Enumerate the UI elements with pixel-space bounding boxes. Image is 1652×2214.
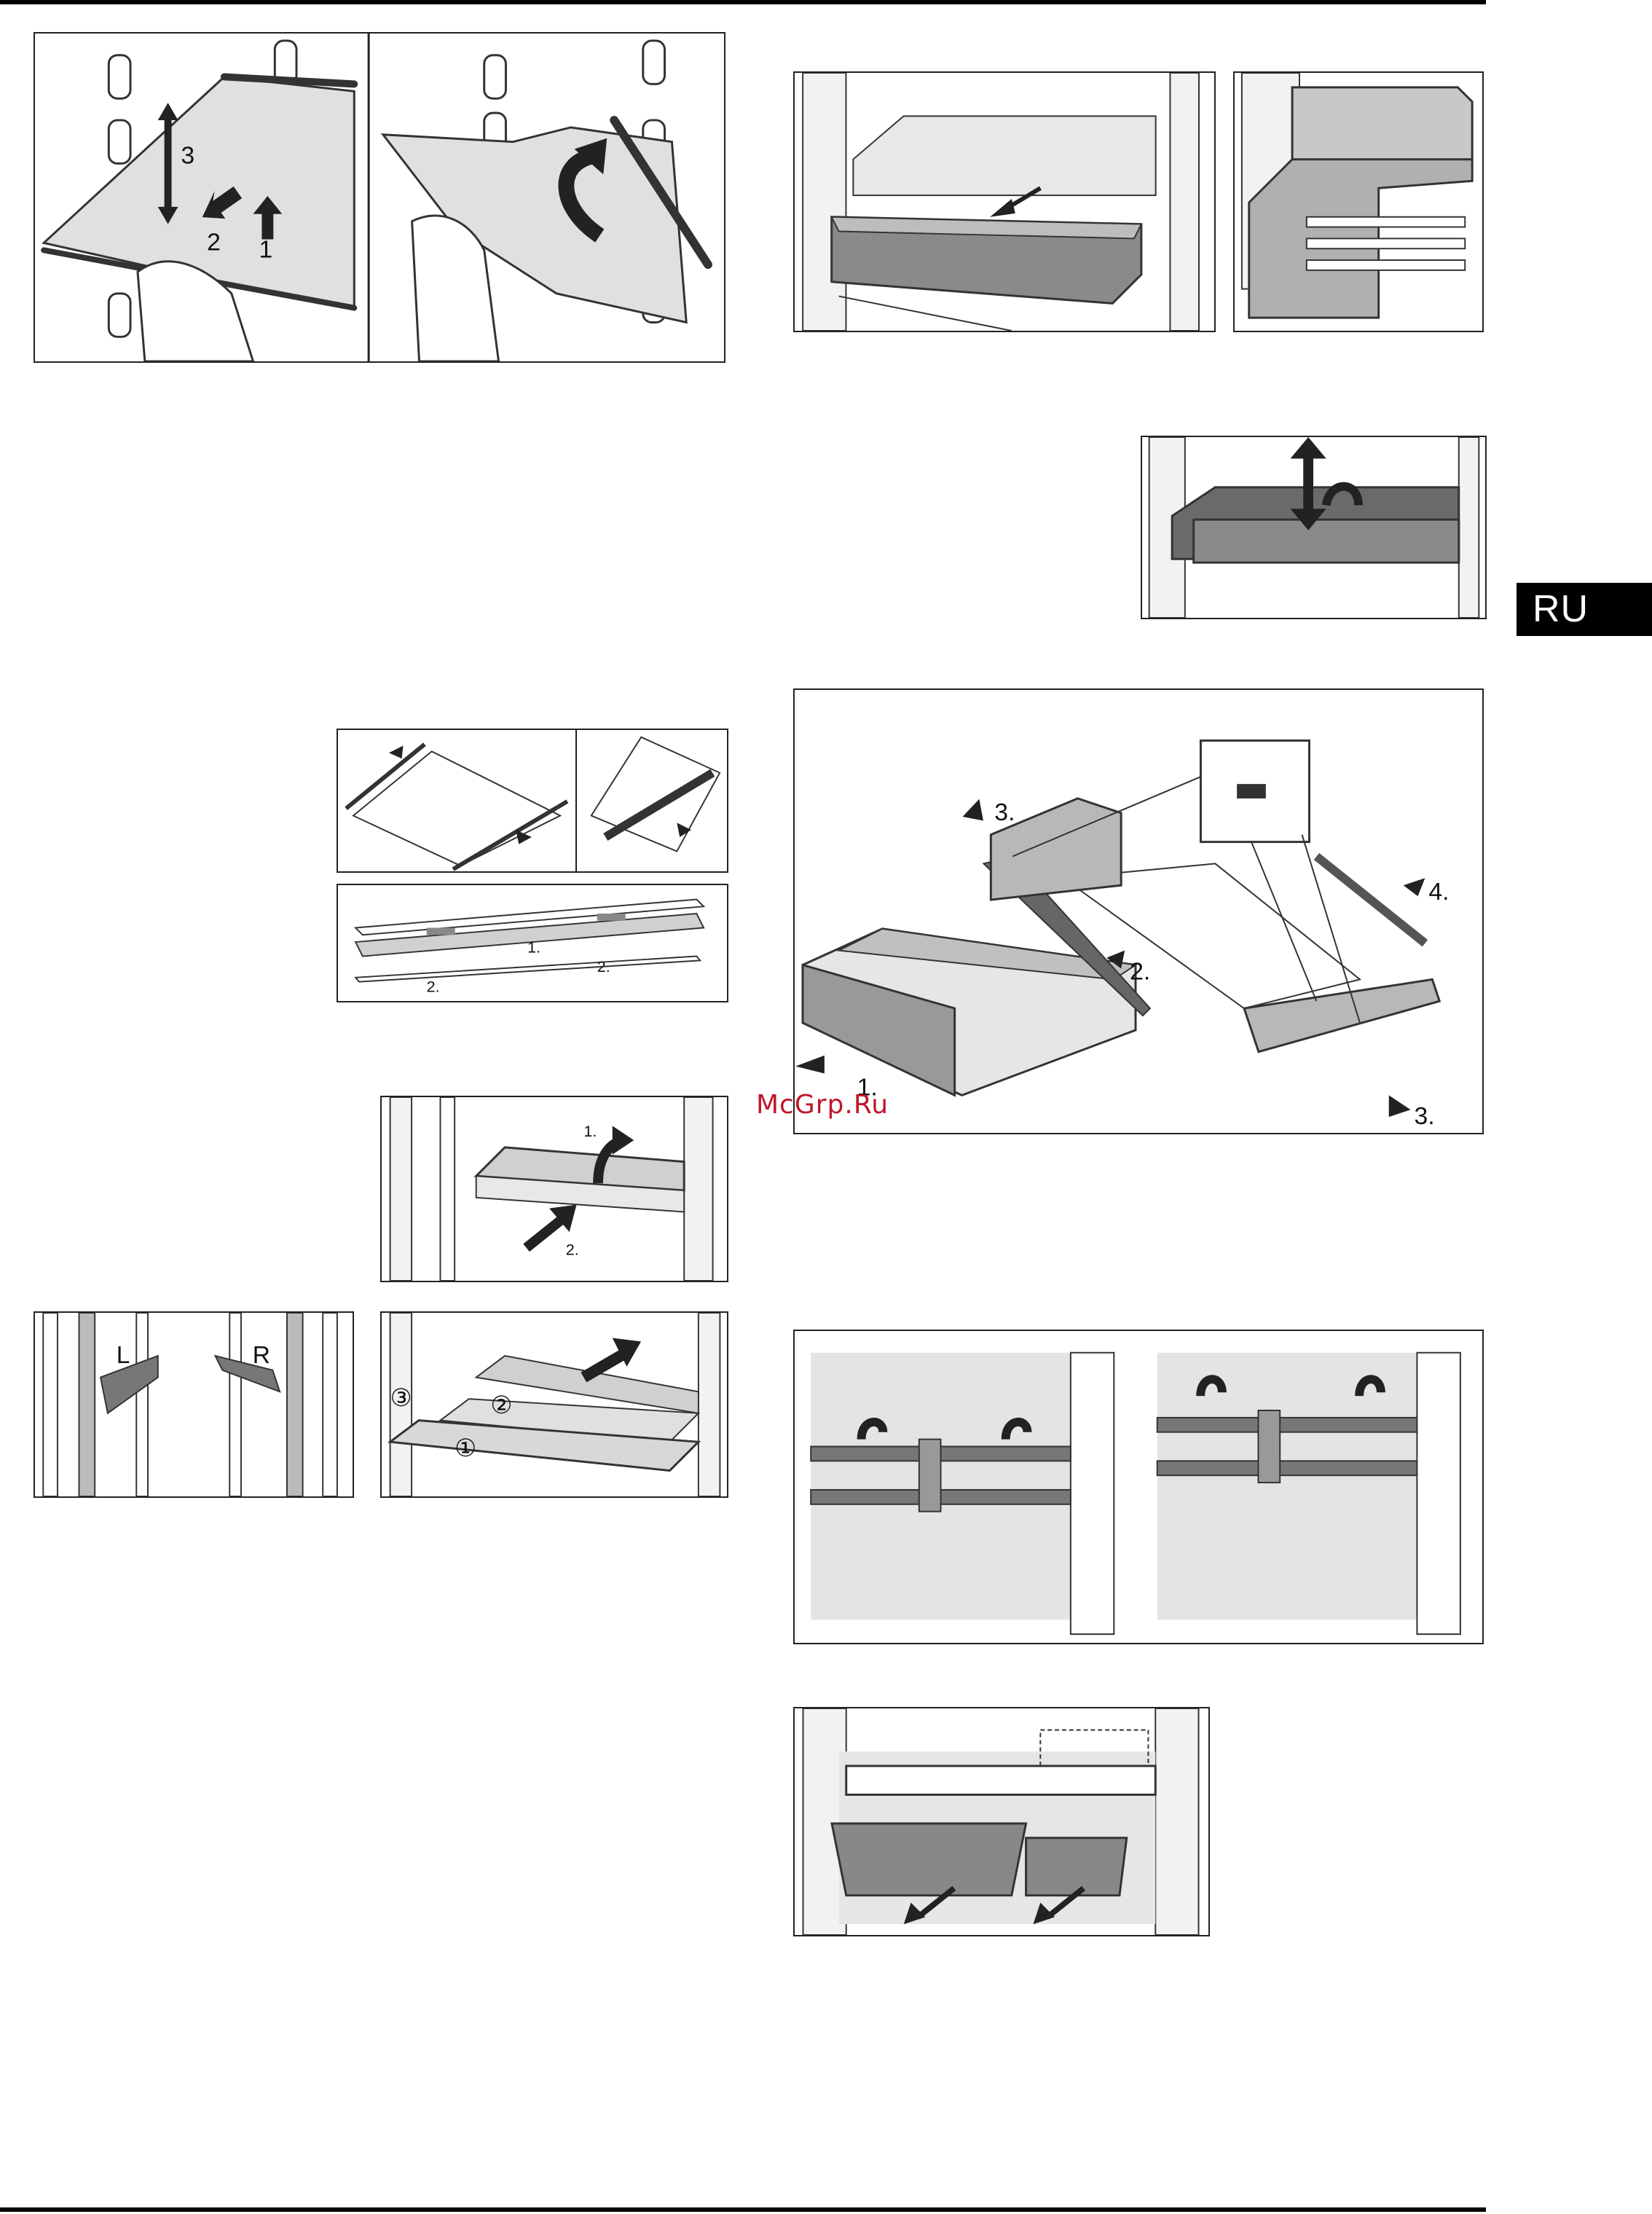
right-support-label: R xyxy=(253,1342,270,1369)
rail-strip-illustration: 1. 2. 2. xyxy=(338,885,727,1001)
door-bins-illustration xyxy=(795,1708,1208,1935)
step-label-2: 2 xyxy=(207,228,221,256)
glass-trim-a-illustration xyxy=(338,730,577,871)
top-rule xyxy=(0,0,1486,4)
figure-shelf-split: 1. 2. xyxy=(380,1096,728,1282)
figure-shelf-parts: ③ ② ① xyxy=(380,1311,728,1498)
drawer-rail-illustration xyxy=(1235,73,1482,331)
disassembly-step-4: 4. xyxy=(1428,878,1449,906)
figure-drawer-pull xyxy=(793,71,1216,332)
figure-door-bar xyxy=(793,1330,1484,1644)
support-lr-illustration: L R xyxy=(35,1313,353,1496)
left-support-label: L xyxy=(117,1342,130,1369)
glass-trim-b-illustration xyxy=(577,730,727,871)
rail-step-1: 1. xyxy=(527,939,540,957)
rail-step-2b: 2. xyxy=(597,958,610,976)
split-step-2: 2. xyxy=(566,1241,579,1259)
drawer-pull-illustration xyxy=(795,73,1214,331)
figure-door-bins xyxy=(793,1707,1210,1936)
shelf-removal-illustration: 3 2 1 xyxy=(35,34,724,361)
disassembly-step-3b: 3. xyxy=(1415,1102,1435,1130)
language-tab: RU xyxy=(1517,583,1652,636)
figure-shelf-removal: 3 2 1 xyxy=(34,32,725,363)
step-label-1: 1 xyxy=(259,235,272,263)
disassembly-step-2: 2. xyxy=(1130,957,1150,985)
figure-drawer-disassembly: 3. 4. 2. 1. 3. xyxy=(793,688,1484,1134)
shelf-parts-illustration: ③ ② ① xyxy=(382,1313,727,1496)
figure-glass-trim-b xyxy=(575,729,728,873)
figure-glass-trim-a xyxy=(337,729,578,873)
step-label-3: 3 xyxy=(181,141,194,169)
part-label-1: ① xyxy=(455,1435,476,1462)
watermark: McGrp.Ru xyxy=(756,1090,889,1120)
part-label-3: ③ xyxy=(390,1385,412,1412)
figure-drawer-rail-detail xyxy=(1233,71,1484,332)
rail-step-2a: 2. xyxy=(427,978,440,995)
door-bar-illustration xyxy=(795,1331,1482,1643)
figure-support-lr: L R xyxy=(34,1311,354,1498)
split-step-1: 1. xyxy=(583,1122,597,1140)
bottom-rule xyxy=(0,2207,1486,2212)
disassembly-step-3a: 3. xyxy=(994,798,1015,826)
drawer-disassembly-illustration: 3. 4. 2. 1. 3. xyxy=(795,690,1482,1133)
figure-drawer-lift xyxy=(1141,436,1487,619)
figure-rail-strip: 1. 2. 2. xyxy=(337,884,728,1002)
drawer-lift-illustration xyxy=(1142,437,1485,618)
shelf-split-illustration: 1. 2. xyxy=(382,1097,727,1281)
part-label-2: ② xyxy=(490,1392,512,1419)
